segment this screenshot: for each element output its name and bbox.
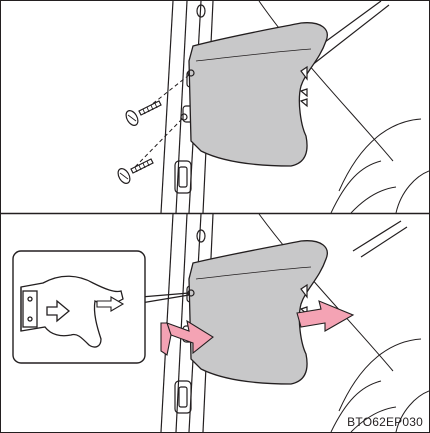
- detail-inset: [13, 251, 145, 363]
- panel-top: [133, 1, 429, 213]
- figure-code: BTO62EP030: [347, 415, 423, 429]
- screw-icon: [124, 101, 161, 127]
- screw-icon: [116, 159, 153, 185]
- removal-arrow-icon: [297, 301, 353, 331]
- panel-bottom: [141, 214, 429, 432]
